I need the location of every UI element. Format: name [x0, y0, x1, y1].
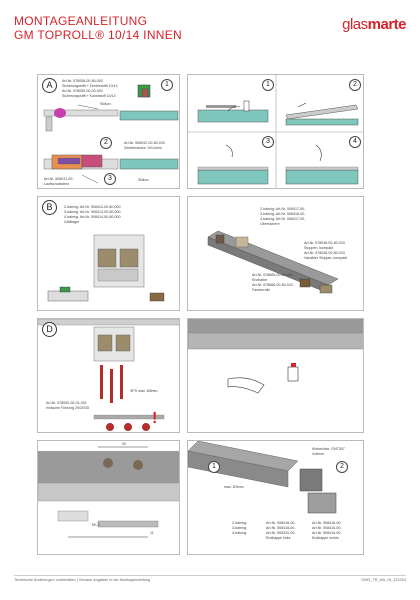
panel-r1-step1: 1 [262, 79, 274, 91]
panel-r2-label3-l3: Art.Nr. 578666-00-80-033 [252, 283, 293, 287]
panel-d-label1: SFS max. Ø8mm [130, 389, 158, 393]
panel-b-line1: 2-bahnig: Art.Nr. 508412-00-80-000 [64, 205, 121, 209]
logo-part1: glas [342, 16, 368, 33]
panel-d-illustration: ! [38, 319, 179, 431]
panel-r4: 1 2 Kleberöste: GNT307 4x8mm max. Ø3mm 2… [187, 440, 364, 555]
panel-r4-col3-l3: Art.Nr. 508416-00- [312, 531, 342, 535]
panel-r1-step4: 4 [349, 136, 361, 148]
panel-a-label-art1-desc: Sicherungsstift + Zentrierstift 10/14 [62, 84, 118, 88]
panel-r4-col2-l1: Art.Nr. 508416-00- [266, 521, 296, 525]
brand-logo: glasmarte [342, 16, 406, 33]
panel-a-label-silicon2: Silikon [138, 178, 149, 182]
panel-r4-col1-l1: 2-bahnig: [232, 521, 247, 525]
panel-r3-illustration [188, 319, 363, 394]
panel-a-label-silicon1: Silikon [100, 102, 111, 106]
footer-rule [14, 575, 406, 576]
panel-e-illustration [38, 446, 179, 538]
panel-a: A 1 2 3 Art.Nr. 578058-00-80-000 Sicheru… [37, 74, 180, 189]
logo-part2: marte [367, 16, 407, 33]
panel-e-dim3: EK 2 [92, 523, 100, 527]
panel-e-dim1: 30 [122, 442, 126, 446]
panel-b-badge: B [42, 200, 57, 215]
panel-b-illustration [47, 234, 165, 302]
panel-r2-label1-l1: 2-bahnig: Art.Nr. 508417-00- [260, 207, 306, 211]
panel-r4-col2-l4: Endkappe links [266, 536, 291, 540]
panel-b-line3: 4-bahnig: Art.Nr. 508414-00-80-000 [64, 215, 121, 219]
panel-r1-step3: 3 [262, 136, 274, 148]
footer-left: Technische Änderungen vorbehalten | Gena… [14, 578, 151, 582]
panel-r4-col1-l2: 3-bahnig: [232, 526, 247, 530]
panel-r4-step1: 1 [208, 461, 220, 473]
panel-d-label2-l1: Art.Nr. 578530-00-01-001 [46, 401, 87, 405]
title-line1: MONTAGEANLEITUNG [14, 14, 148, 28]
svg-text:!: ! [152, 410, 157, 427]
panel-r2-label2-l3: Art.Nr. 578036-00-80-033 [304, 251, 345, 255]
panel-b: B 2-bahnig: Art.Nr. 508412-00-80-000 3-b… [37, 196, 180, 311]
panel-r2-label2-l1: Art.Nr. 578038-00-80-033 [304, 241, 345, 245]
panel-a-step3: 3 [104, 173, 116, 185]
panel-a-label-art1: Art.Nr. 578058-00-80-000 [62, 79, 103, 83]
panel-b-line2: 3-bahnig: Art.Nr. 508413-00-80-000 [64, 210, 121, 214]
panel-r1-step2: 2 [349, 79, 361, 91]
panel-a-step1: 1 [161, 79, 173, 91]
panel-r4-col3-l4: Endkappe rechts [312, 536, 339, 540]
panel-r4-col2-l3: Art.Nr. 508420-00- [266, 531, 296, 535]
panel-d-badge: D [42, 322, 57, 337]
panel-a-label-art4: Art.Nr. 508031-00- [44, 177, 74, 181]
panel-a-badge: A [42, 78, 57, 93]
panel-r2-label3-l2: Endhalter [252, 278, 268, 282]
panel-d-label2-l2: einfache Führung 29/20/35 [46, 406, 89, 410]
panel-r4-step2: 2 [336, 461, 348, 473]
panel-a-label-art3: Art.Nr. 508032-00-80-033 [124, 141, 165, 145]
panel-a-label-art3-desc: Zentrierstutze 10/14mm [124, 146, 162, 150]
panel-r3 [187, 318, 364, 433]
panel-r2-label3-l1: Art.Nr. 578665-00-80-000 [252, 273, 293, 277]
panel-r2-label3-l4: Fanderrolle [252, 288, 271, 292]
footer-right: GMG_TR_MA_IN_221024 [361, 578, 406, 582]
panel-a-illustration [43, 84, 179, 184]
panel-r2-illustration [207, 230, 339, 294]
panel-r4-col1-l3: 4-bahnig: [232, 531, 247, 535]
panel-a-step2: 2 [100, 137, 112, 149]
panel-r2-label1-l4: Obersichere [260, 222, 280, 226]
panel-r4-col3-l2: Art.Nr. 508415-00- [312, 526, 342, 530]
panel-r4-col3-l1: Art.Nr. 508416-00- [312, 521, 342, 525]
panel-r2-label1-l3: 4-bahnig: Art.Nr. 508417-00- [260, 217, 306, 221]
title-line2: GM TOPROLL® 10/14 INNEN [14, 28, 183, 42]
panel-r4-col2-l2: Art.Nr. 508418-00- [266, 526, 296, 530]
panel-r1: 1 2 3 4 [187, 74, 364, 189]
panel-r2-label1-l2: 3-bahnig: Art.Nr. 508416-00- [260, 212, 306, 216]
panel-r2-label2-l4: Variabler Stopper, kompakt [304, 256, 348, 260]
panel-r4-illustration [188, 441, 337, 514]
panel-r4-label1-l2: 4x8mm [312, 452, 324, 456]
panel-r4-label2: max. Ø3mm [224, 485, 244, 489]
panel-b-line4: Gleitlager [64, 220, 80, 224]
panel-e: 30 11 EK 2 [37, 440, 180, 555]
panel-a-label-art4-desc: Laufschutzstein [44, 182, 69, 186]
panel-a-label-art2-desc: Sicherungsstift + Kunststoff 10/14 [62, 94, 116, 98]
panel-e-dim2: 11 [150, 531, 154, 535]
panel-r2: 2-bahnig: Art.Nr. 508417-00- 3-bahnig: A… [187, 196, 364, 311]
document-header: MONTAGEANLEITUNG GM TOPROLL® 10/14 INNEN… [14, 14, 407, 54]
panel-r1-illustration [188, 75, 363, 188]
panel-a-label-art2: Art.Nr. 578059-00-00-000 [62, 89, 103, 93]
panel-d: ! D SFS max. Ø8mm Art.Nr. 578530-00-01-0… [37, 318, 180, 433]
panel-r4-label1-l1: Kleberöste: GNT307 [312, 447, 345, 451]
panel-r2-label2-l2: Stoppen, kompakt [304, 246, 333, 250]
